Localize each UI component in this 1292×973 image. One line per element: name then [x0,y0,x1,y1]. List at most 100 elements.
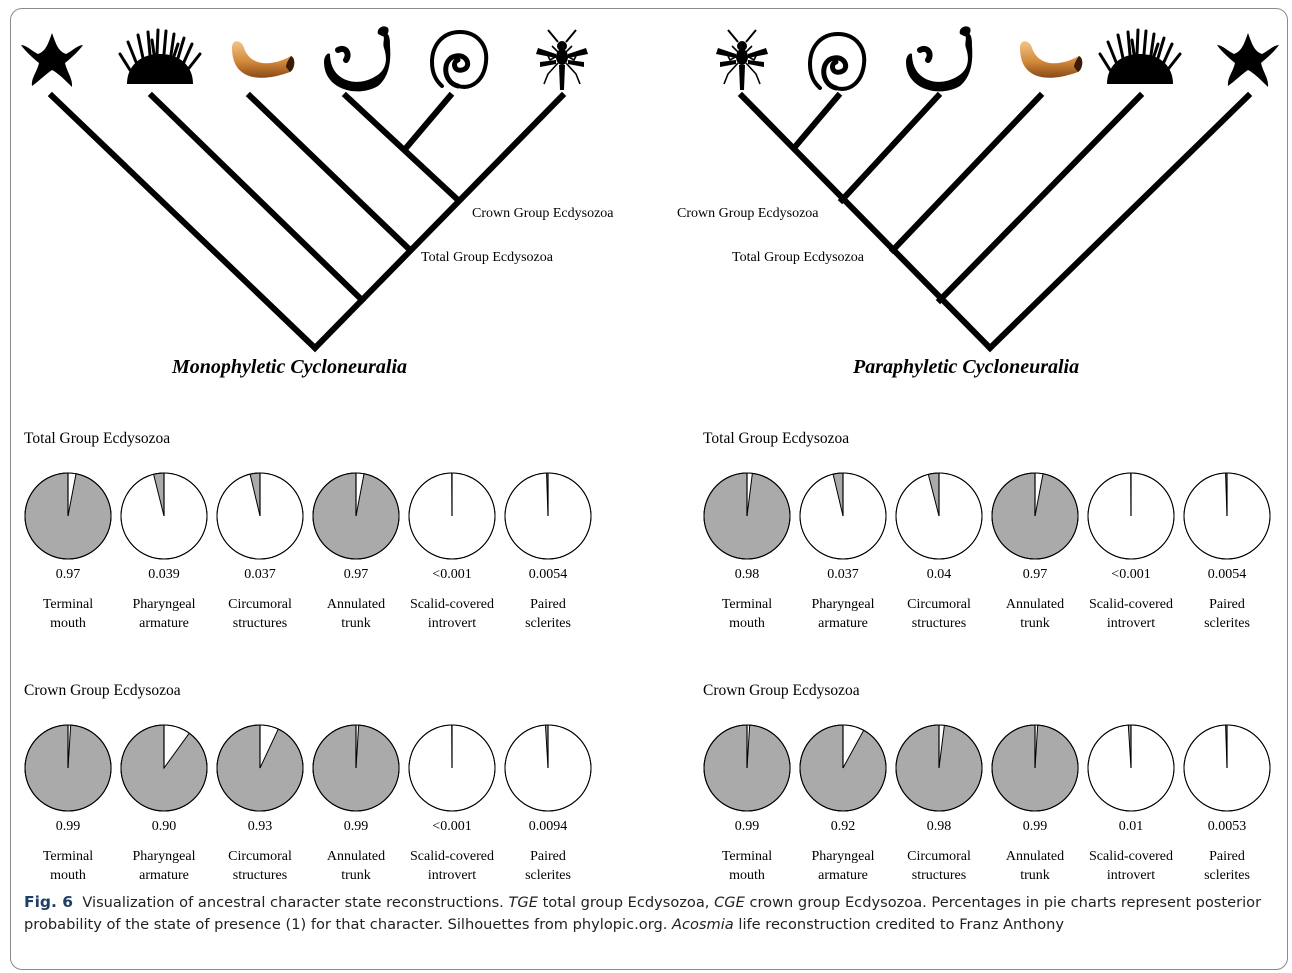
pie-outline [703,724,791,812]
character-label: Pharyngeal armature [114,847,214,885]
pie-outline [120,724,208,812]
pie-chart [216,724,304,812]
character-label-line: Paired [530,849,566,864]
pie-outline [24,724,112,812]
pie-value-label: 0.98 [926,819,952,834]
character-label-line: Pharyngeal [811,597,875,612]
character-label-line: introvert [427,868,477,883]
caption-text: life reconstruction credited to Franz An… [738,916,1065,933]
pie-chart [408,472,496,560]
pie-value-label: 0.97 [1022,567,1048,582]
character-label-line: structures [911,868,967,883]
starfish-icon [21,33,83,87]
character-label-line: armature [139,616,189,631]
pie-outline [1183,724,1271,812]
character-label-line: Terminal [42,597,94,612]
pie-value-label: 0.037 [244,567,276,582]
pie-value-label: 0.0054 [1207,567,1247,582]
pie-outline [895,724,983,812]
character-label-line: structures [232,616,288,631]
pie-value-label: 0.99 [734,819,760,834]
character-label-line: introvert [427,616,477,631]
character-label-line: Circumoral [228,849,292,864]
character-label-line: Annulated [1005,849,1065,864]
pie-chart [1183,472,1271,560]
pie-outline [1183,472,1271,560]
character-label: Pharyngeal armature [114,595,214,633]
pie-value-label: 0.0053 [1207,819,1247,834]
caption-abbr-cge: CGE [714,894,745,911]
character-label-line: armature [139,868,189,883]
pie-outline [504,724,592,812]
pie-value-label: 0.0094 [528,819,568,834]
character-label-line: armature [818,868,868,883]
pie-chart [895,472,983,560]
character-label-line: Terminal [721,597,773,612]
nematode-icon [432,32,486,87]
pie-outline [408,724,496,812]
character-label: Circumoral structures [210,595,310,633]
group-heading: Total Group Ecdysozoa [24,430,171,447]
pie-value-label: 0.0054 [528,567,568,582]
character-label: Terminal mouth [697,595,797,633]
character-label-line: sclerites [1204,616,1250,631]
character-label-line: Scalid-covered [1089,597,1173,612]
pie-value-label: 0.039 [148,567,180,582]
pie-outline [408,472,496,560]
character-label-line: mouth [729,616,765,631]
pie-chart [24,472,112,560]
priapulid-icon [324,26,390,91]
character-label-line: sclerites [1204,868,1250,883]
pie-outline [312,724,400,812]
caption-text: crown group Ecdysozoa. Percentages in pi… [24,894,1262,933]
total-node-label: Total Group Ecdysozoa [732,250,864,265]
character-label-line: Circumoral [228,597,292,612]
sea-urchin-icon [1098,28,1182,86]
character-label-line: Terminal [42,849,94,864]
pie-chart [504,724,592,812]
tree-title: Monophyletic Cycloneuralia [172,356,407,378]
pie-value-label: 0.97 [343,567,369,582]
group-heading: Crown Group Ecdysozoa [703,682,860,699]
pie-outline [895,472,983,560]
pie-value-label: <0.001 [432,819,472,834]
crown-node-label: Crown Group Ecdysozoa [677,206,819,221]
pie-outline [216,724,304,812]
character-label-line: Pharyngeal [132,597,196,612]
pie-outline [991,472,1079,560]
pie-outline [1087,472,1175,560]
character-label-line: Pharyngeal [811,849,875,864]
pie-value-label: 0.99 [55,819,81,834]
character-label-line: mouth [729,868,765,883]
character-label-line: Circumoral [907,597,971,612]
insect-icon [535,29,589,91]
character-label-line: Circumoral [907,849,971,864]
character-label-line: introvert [1106,868,1156,883]
pie-value-label: 0.97 [55,567,81,582]
pie-outline [24,472,112,560]
pie-chart [312,472,400,560]
character-label-line: Pharyngeal [132,849,196,864]
phylogeny-diagrams [21,0,1279,353]
